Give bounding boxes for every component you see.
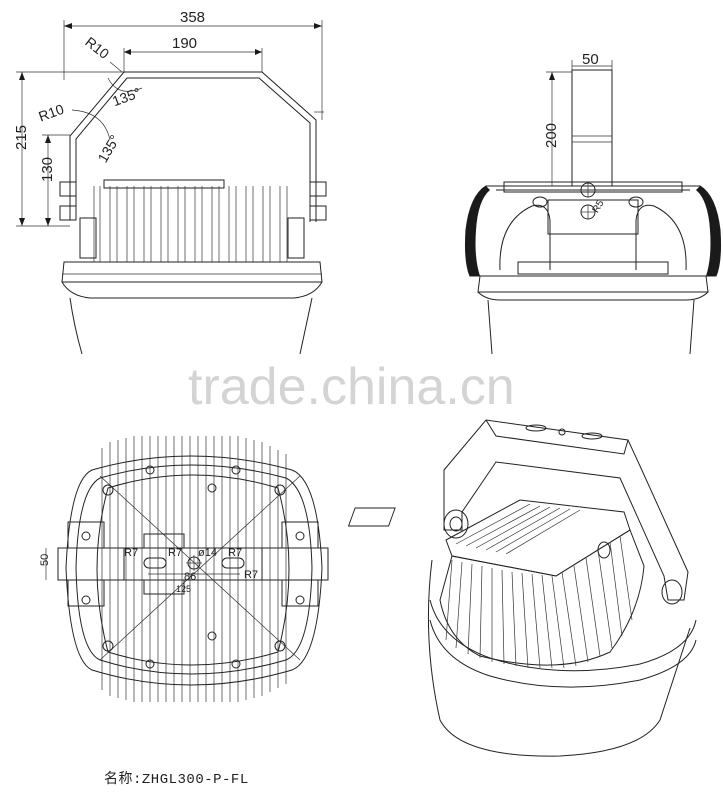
dim-dia14: ø14	[198, 547, 217, 559]
dim-r10-side: R10	[36, 101, 66, 125]
watermark-text: trade.china.cn	[188, 358, 515, 416]
dim-r7-d: R7	[244, 569, 258, 581]
dim-r7-a: R7	[124, 547, 138, 559]
dim-215: 215	[13, 125, 30, 150]
dim-200: 200	[543, 123, 560, 148]
dim-190: 190	[172, 35, 197, 52]
model-caption: 名称:ZHGL300-P-FL	[104, 768, 249, 788]
dim-50-bottom: 50	[39, 554, 51, 566]
caption-model: ZHGL300-P-FL	[141, 772, 249, 788]
dim-86: 86	[184, 571, 196, 583]
dim-r10-top: R10	[82, 34, 112, 63]
plan-view: 50 R7 R7 ø14 R7 86 R7 125	[39, 436, 329, 702]
dim-r7-b: R7	[168, 547, 182, 559]
isometric-view	[347, 419, 697, 757]
angle-135-side: 135°	[94, 132, 122, 165]
front-view: 358 190 R10 215 130 R10 135° 135°	[13, 9, 327, 355]
angle-135-top: 135°	[110, 84, 143, 109]
dim-r7-c: R7	[228, 547, 242, 559]
dim-125: 125	[176, 584, 191, 594]
caption-label: 名称:	[104, 772, 142, 788]
dim-50-top: 50	[582, 51, 599, 68]
side-view: 50 200 R5	[464, 51, 722, 355]
dim-358: 358	[180, 9, 205, 26]
dim-130: 130	[39, 157, 56, 182]
